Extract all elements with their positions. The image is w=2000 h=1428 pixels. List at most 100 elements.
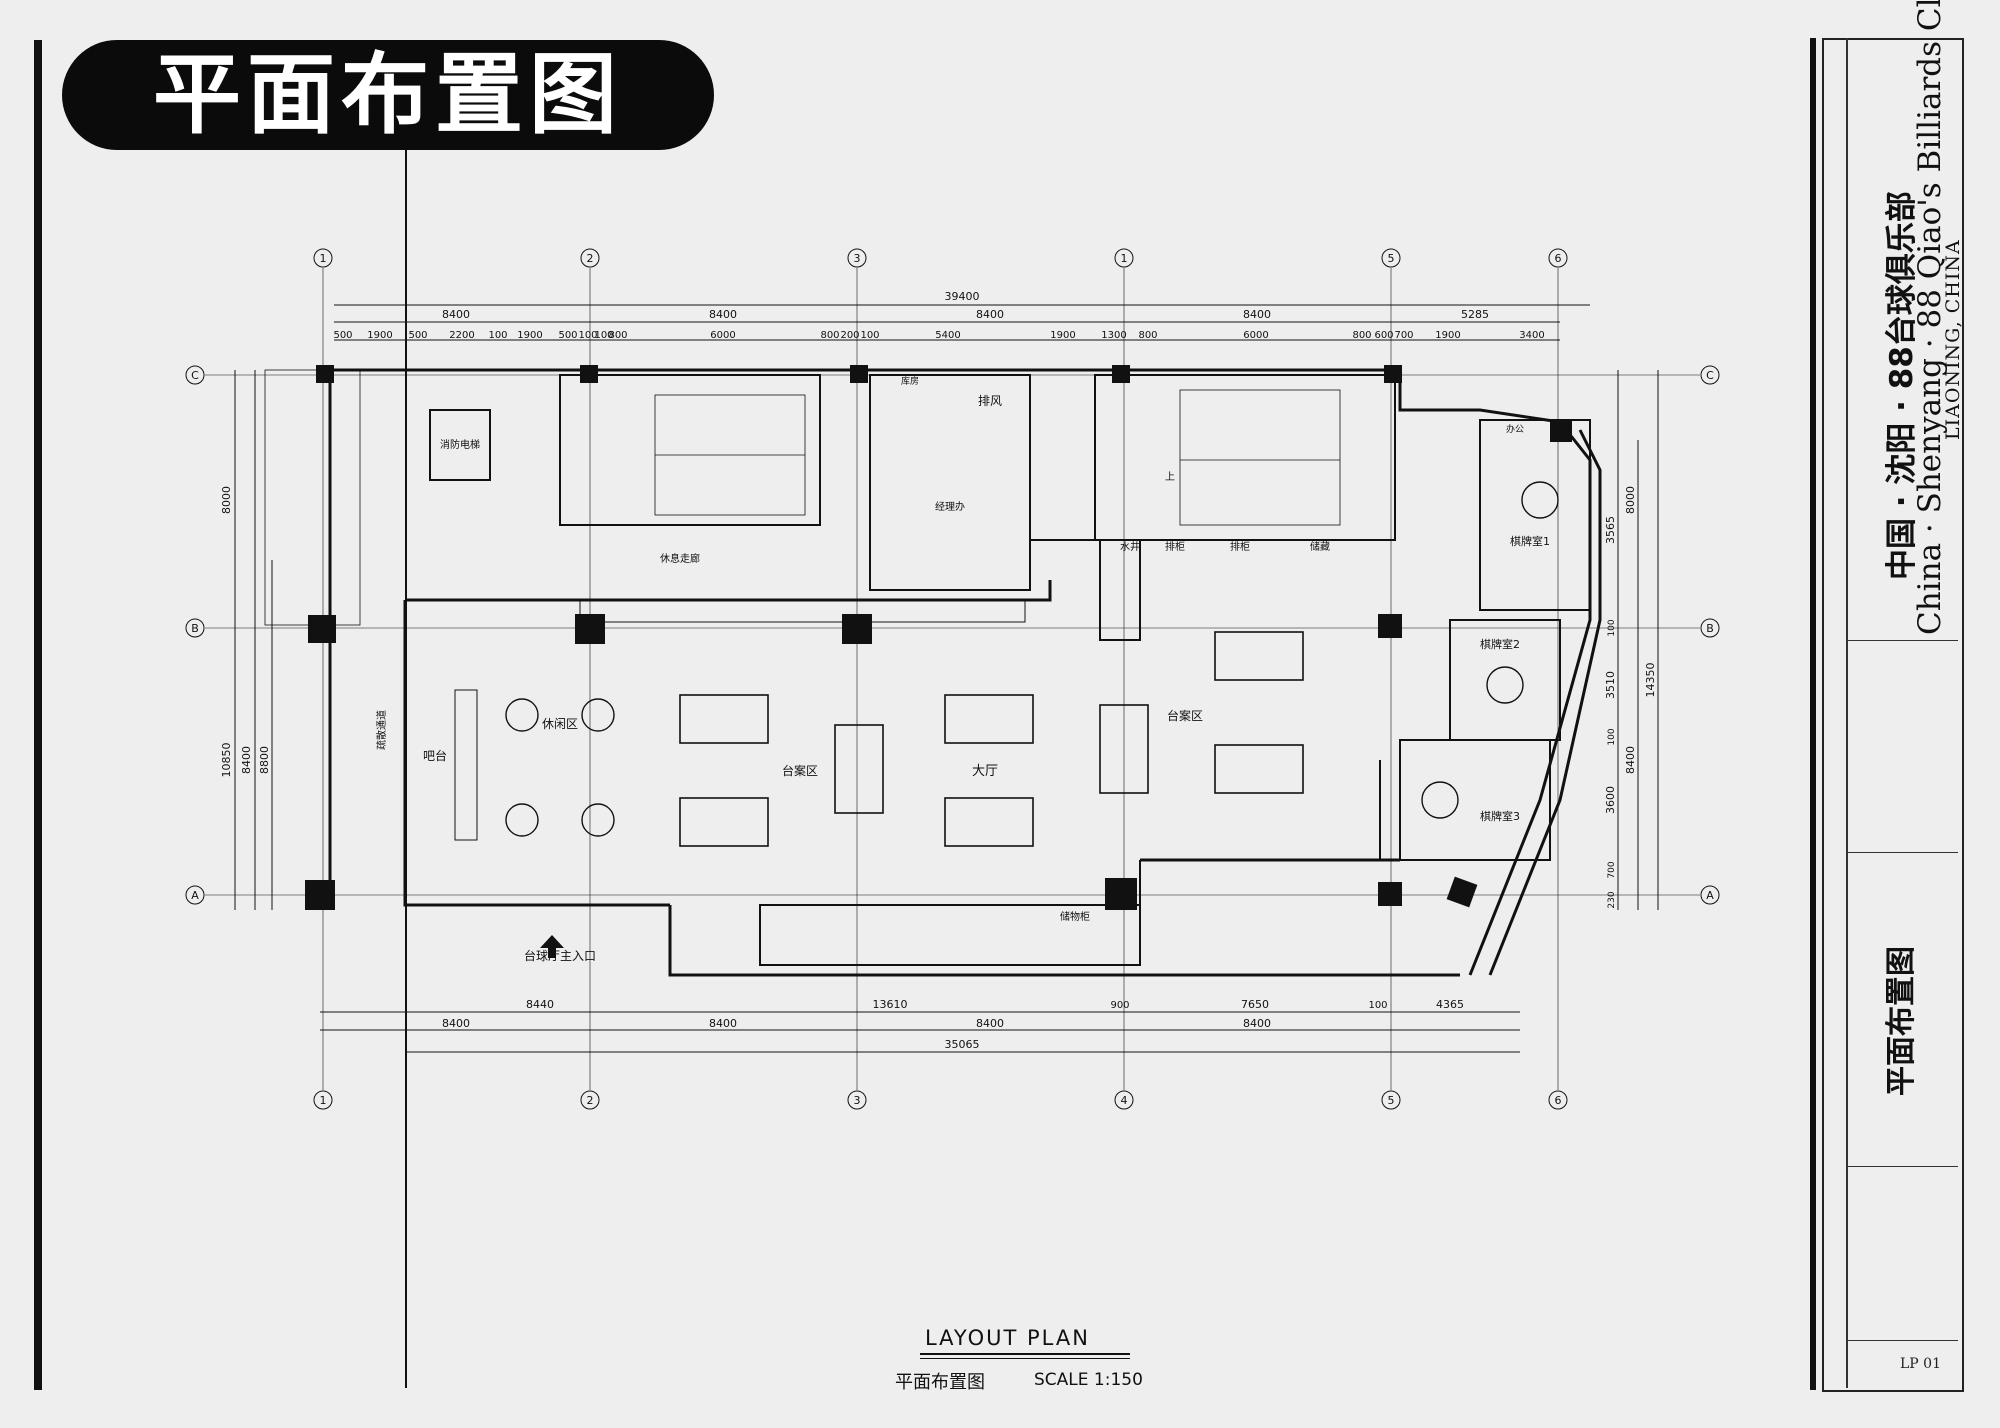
dim-label: 4365 <box>1436 998 1464 1011</box>
left-border-bar <box>34 40 42 1390</box>
grid-label-top: 1 <box>320 252 327 265</box>
billiard-table <box>944 797 1034 847</box>
plan-title-underline <box>920 1358 1130 1359</box>
dim-label: 100 <box>594 330 613 341</box>
dim-label: 8440 <box>526 998 554 1011</box>
grid-bubbles <box>185 248 1720 1110</box>
grid-label-top: 6 <box>1555 252 1562 265</box>
structural-columns <box>305 365 1572 910</box>
room-label: 吧台 <box>423 748 447 763</box>
dim-label: 700 <box>1394 330 1413 341</box>
billiard-table <box>944 694 1034 744</box>
room-label: 大厅 <box>972 764 998 779</box>
dim-label: 1900 <box>1435 330 1460 341</box>
staircase-left <box>654 394 806 516</box>
dim-label: 1900 <box>517 330 542 341</box>
dim-label: 8000 <box>1624 486 1637 514</box>
billiard-table <box>834 724 884 814</box>
dim-label: 500 <box>408 330 427 341</box>
title-block-divider <box>1846 852 1958 853</box>
room-label: 排柜 <box>1165 540 1185 553</box>
room-label: 休闲区 <box>542 717 578 731</box>
right-border-bar <box>1810 38 1816 1390</box>
room-label: 水井 <box>1120 540 1140 553</box>
room-label: 上 <box>1165 471 1175 483</box>
dim-label: 1900 <box>1050 330 1075 341</box>
title-banner: 平面布置图 <box>62 40 714 150</box>
dim-label: 8400 <box>442 1017 470 1030</box>
dim-label: 700 <box>1607 861 1617 878</box>
room-label: 棋牌室2 <box>1480 637 1520 651</box>
dim-label: 7650 <box>1241 998 1269 1011</box>
grid-label-bottom: 6 <box>1555 1094 1562 1107</box>
room-label: 消防电梯 <box>440 438 480 451</box>
room-label: 储藏 <box>1310 540 1330 553</box>
room-label: 办公 <box>1506 423 1524 435</box>
dim-label: 1900 <box>367 330 392 341</box>
title-block-divider <box>1846 640 1958 641</box>
sheet-number: LP 01 <box>1900 1356 1941 1372</box>
dim-label: 3600 <box>1604 786 1617 814</box>
dim-label: 8400 <box>1243 308 1271 321</box>
grid-label-bottom: 3 <box>854 1094 861 1107</box>
grid-label-row: A <box>1706 889 1714 902</box>
staircase-right <box>1179 389 1341 526</box>
dim-label: 5400 <box>935 330 960 341</box>
dim-label: 8400 <box>442 308 470 321</box>
room-label: 库房 <box>901 375 919 387</box>
plan-title: LAYOUT PLAN <box>925 1326 1090 1350</box>
exterior-walls <box>328 368 1602 977</box>
dim-label: 2200 <box>449 330 474 341</box>
dim-label: 8400 <box>709 1017 737 1030</box>
dim-label: 8400 <box>1624 746 1637 774</box>
grid-label-bottom: 2 <box>587 1094 594 1107</box>
dim-label: 8400 <box>976 308 1004 321</box>
dim-label: 8800 <box>258 746 271 774</box>
lounge-counter <box>579 599 1026 623</box>
dim-label: 800 <box>608 330 627 341</box>
entrance-arrow-icon <box>540 935 564 958</box>
dim-label: 500 <box>333 330 352 341</box>
grid-label-bottom: 1 <box>320 1094 327 1107</box>
interior-walls <box>429 374 1591 966</box>
grid-label-row: C <box>1706 369 1714 382</box>
dim-label: 100 <box>1368 1000 1387 1011</box>
dim-label: 100 <box>1607 728 1617 745</box>
plan-subtitle: 平面布置图 <box>895 1372 985 1393</box>
dim-label: 230 <box>1607 891 1617 908</box>
grid-label-row: A <box>191 889 199 902</box>
room-label: 储物柜 <box>1060 910 1090 923</box>
billiard-table <box>1214 631 1304 681</box>
grid-label-top: 5 <box>1388 252 1395 265</box>
dim-label: 6000 <box>710 330 735 341</box>
page-title: 平面布置图 <box>152 43 623 146</box>
lounge-seating <box>505 481 1559 837</box>
dim-label: 200 <box>840 330 859 341</box>
room-label: 经理办 <box>935 500 965 513</box>
dim-label: 8400 <box>976 1017 1004 1030</box>
billiard-table <box>679 797 769 847</box>
dim-label: 8400 <box>709 308 737 321</box>
dim-label: 39400 <box>945 290 980 303</box>
room-label: 台案区 <box>782 763 818 778</box>
title-block-divider <box>1846 1340 1958 1341</box>
room-label: 台案区 <box>1167 708 1203 723</box>
grid-label-row: B <box>1706 622 1714 635</box>
room-label: 棋牌室1 <box>1510 534 1550 548</box>
dim-label: 900 <box>1110 1000 1129 1011</box>
dim-label: 3510 <box>1604 671 1617 699</box>
dim-label: 600 <box>1374 330 1393 341</box>
dim-label: 13610 <box>873 998 908 1011</box>
grid-label-row: C <box>191 369 199 382</box>
dim-label: 500 <box>558 330 577 341</box>
dim-label: 6000 <box>1243 330 1268 341</box>
room-label: 排风 <box>978 394 1002 408</box>
grid-label-top: 2 <box>587 252 594 265</box>
dim-label: 35065 <box>945 1038 980 1051</box>
dim-label: 8400 <box>1243 1017 1271 1030</box>
grid-label-bottom: 5 <box>1388 1094 1395 1107</box>
dim-label: 3400 <box>1519 330 1544 341</box>
dim-label: 1300 <box>1101 330 1126 341</box>
